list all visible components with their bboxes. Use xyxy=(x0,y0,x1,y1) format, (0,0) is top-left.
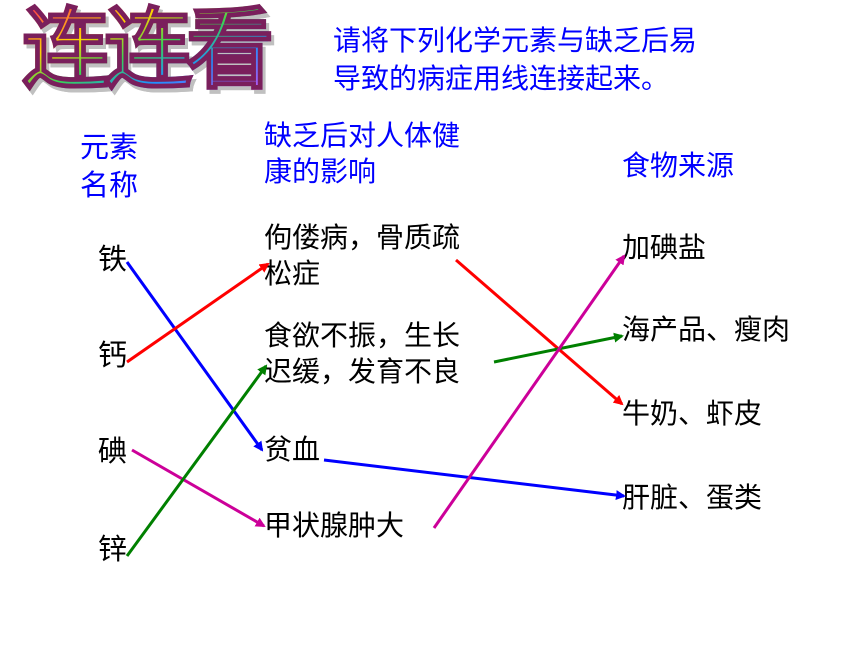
effect-2-line-1: 食欲不振，生长 xyxy=(264,319,461,352)
header-effect-line-2: 康的影响 xyxy=(264,155,377,188)
instruction-text: 请将下列化学元素与缺乏后易 导致的病症用线连接起来。 xyxy=(333,22,793,98)
effect-goiter[interactable]: 甲状腺肿大 xyxy=(264,509,405,542)
line-rickets-milk xyxy=(455,258,624,406)
element-zinc[interactable]: 锌 xyxy=(98,532,128,566)
food-liver-eggs[interactable]: 肝脏、蛋类 xyxy=(622,481,763,514)
effect-growth-retardation[interactable]: 食欲不振，生长 迟缓，发育不良 xyxy=(264,318,460,390)
line-iron-anemia xyxy=(125,261,264,452)
line-calcium-rickets xyxy=(126,262,270,364)
effect-1-line-1: 佝偻病，骨质疏 xyxy=(264,221,461,254)
effect-anemia[interactable]: 贫血 xyxy=(264,433,321,466)
header-element-line-2: 名称 xyxy=(80,168,139,202)
effect-1-line-2: 松症 xyxy=(264,257,321,290)
header-element-name: 元素 名称 xyxy=(80,128,138,204)
effect-2-line-2: 迟缓，发育不良 xyxy=(264,355,461,388)
title-art: 连连看 xyxy=(21,0,275,101)
header-effect: 缺乏后对人体健 康的影响 xyxy=(264,118,460,190)
element-iodine[interactable]: 碘 xyxy=(98,434,128,468)
line-iodine-goiter xyxy=(131,448,266,528)
instruction-line-2: 导致的病症用线连接起来。 xyxy=(333,62,670,95)
element-iron[interactable]: 铁 xyxy=(98,242,128,276)
line-goiter-salt xyxy=(432,254,626,529)
effect-rickets-osteoporosis[interactable]: 佝偻病，骨质疏 松症 xyxy=(264,220,460,292)
food-seafood-lean-meat[interactable]: 海产品、瘦肉 xyxy=(622,313,791,346)
header-effect-line-1: 缺乏后对人体健 xyxy=(264,119,461,152)
line-anemia-liver xyxy=(323,458,626,501)
header-food-source: 食物来源 xyxy=(622,149,735,182)
line-zinc-growth xyxy=(125,364,268,557)
element-calcium[interactable]: 钙 xyxy=(98,338,128,372)
header-element-line-1: 元素 xyxy=(80,130,139,164)
food-iodized-salt[interactable]: 加碘盐 xyxy=(622,231,707,264)
instruction-line-1: 请将下列化学元素与缺乏后易 xyxy=(333,24,698,57)
food-milk-shrimp[interactable]: 牛奶、虾皮 xyxy=(622,397,763,430)
